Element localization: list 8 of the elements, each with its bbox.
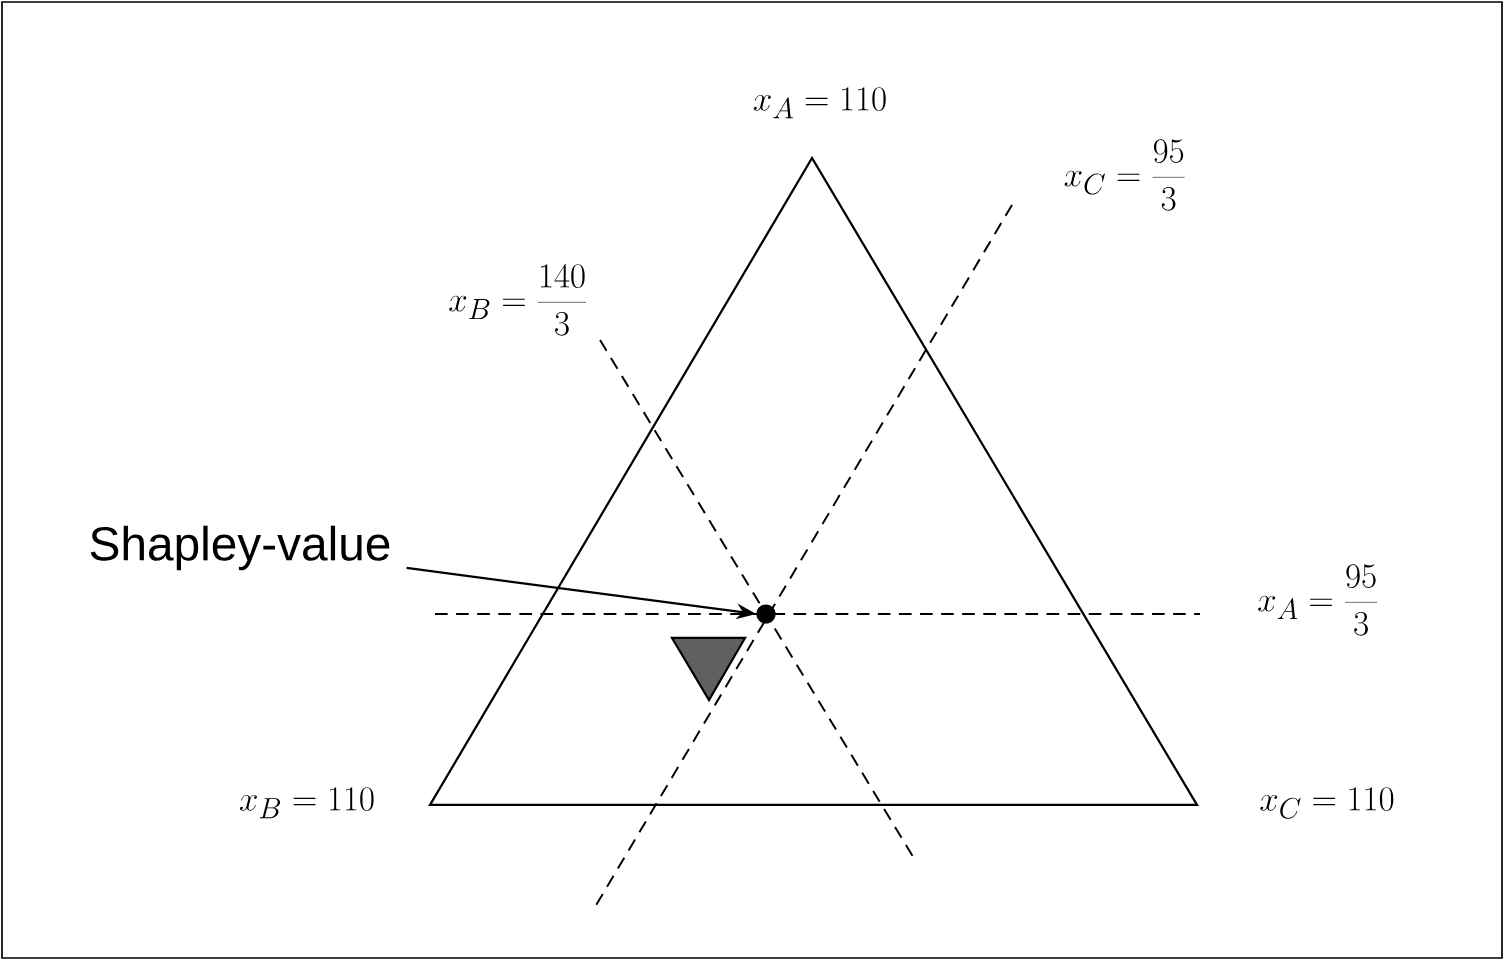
formula-label: $x_{C} = \frac{95}{3}$	[1064, 139, 1185, 211]
formula-label: $x_{A} = 110$	[753, 87, 886, 119]
formula-label: $x_{A} = \frac{95}{3}$	[1258, 564, 1378, 636]
formula-label: $x_{C} = 110$	[1260, 787, 1394, 819]
point-dot	[756, 604, 776, 624]
formula-label: $x_{B} = \frac{140}{3}$	[449, 264, 587, 336]
formula-label: $x_{B} = 110$	[239, 787, 374, 819]
text-label: Shapley-value	[90, 525, 390, 571]
